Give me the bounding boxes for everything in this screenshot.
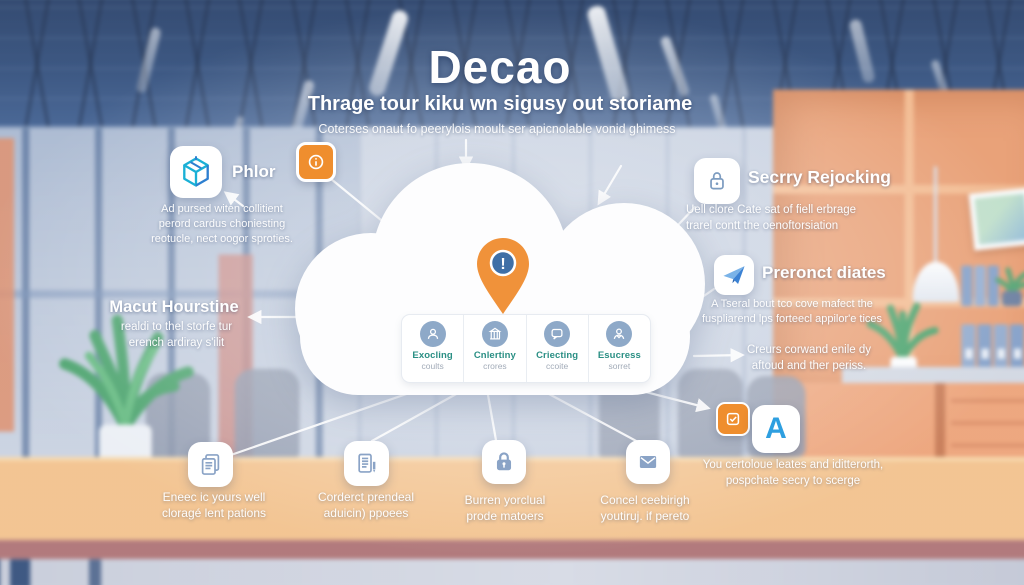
macut-description: realdi to thel storfe tur erench ardiray… <box>120 321 233 349</box>
check-badge-icon <box>716 402 750 436</box>
shelf-board <box>773 298 1024 308</box>
preront-app-icon <box>714 255 754 295</box>
secry-description: Uell clore Cate sat of fiell erbrage tra… <box>686 204 857 232</box>
bottom-caption: Concel ceebirigh youtiruj. if pereto <box>600 493 690 524</box>
phlor-app-icon <box>170 146 222 198</box>
a-letter: A <box>765 412 787 445</box>
wall-accent <box>0 138 15 432</box>
card-title: Exocling <box>412 350 453 361</box>
card-subtitle: coults <box>421 361 444 371</box>
cloud-card: Cnlertiny crores <box>464 315 527 382</box>
card-subtitle: ccoite <box>546 361 569 371</box>
cube-icon <box>183 156 209 187</box>
drawer-line <box>951 443 1024 447</box>
page-subtitle: Thrage tour kiku wn sigusy out storiame <box>307 93 693 115</box>
shelf-divider <box>904 89 914 369</box>
table-leg <box>88 559 102 585</box>
envelope-icon <box>626 440 670 484</box>
drawer-line <box>951 399 1024 403</box>
binders <box>961 265 1004 307</box>
phlor-description: Ad pursed witen collitient perord cardus… <box>151 203 293 245</box>
secry-label: Secrry Rejocking <box>748 167 891 187</box>
card-title: Esucress <box>597 350 641 361</box>
location-pin-icon: ! <box>477 238 529 314</box>
cloud-card: Exocling coults <box>402 315 465 382</box>
paper-plane-icon <box>723 266 745 284</box>
document-pen-icon <box>344 441 389 486</box>
preront-description: A Tseral bout tco cove mafect the fuspli… <box>701 298 883 325</box>
phlor-label: Phlor <box>232 162 276 181</box>
info-circle-icon <box>296 142 336 182</box>
shelf-counter <box>841 366 1024 384</box>
lamp-cord <box>934 166 938 264</box>
craurs-description: Creurs corwand enile dy aftoud and ther … <box>746 344 871 372</box>
bottom-caption: Eneec ic yours well cloragé lent pations <box>161 490 267 521</box>
drawer-line <box>951 421 1024 425</box>
card-subtitle: sorret <box>608 361 631 371</box>
page-tagline: Coterses onaut fo peerylois moult ser ap… <box>318 122 676 136</box>
a-app-icon: A <box>752 405 800 453</box>
padlock-outline-icon <box>710 172 724 190</box>
user-icon <box>419 321 446 347</box>
lock-icon <box>482 440 526 484</box>
cloud-cards: Exocling coults Cnlertiny crores Criecti… <box>402 315 650 382</box>
cloud-card: Esucress sorret <box>589 315 650 382</box>
user-icon <box>606 321 633 347</box>
bottom-caption: Burren yorclual prode matoers <box>464 493 546 524</box>
chat-bubble-icon <box>544 321 571 347</box>
macut-title: Macut Hourstine <box>109 298 239 316</box>
succulent-plant <box>995 267 1024 307</box>
desk-edge <box>0 539 1024 560</box>
page-title: Decao <box>428 41 572 93</box>
card-title: Cnlertiny <box>473 350 516 361</box>
cloud-card: Criecting ccoite <box>527 315 589 382</box>
bottom-caption: Corderct prendeal aduicin) ppoees <box>317 490 415 521</box>
preront-label: Preronct diates <box>762 263 886 282</box>
card-title: Criecting <box>536 350 579 361</box>
cabinet-gap <box>935 383 946 463</box>
pin-exclamation: ! <box>500 256 505 273</box>
floor-plant <box>59 314 194 463</box>
shelf-board <box>773 184 1024 194</box>
table-leg <box>10 559 31 585</box>
binders <box>961 324 1024 369</box>
documents-icon <box>188 442 233 487</box>
apps-description: You certoloue leates and iditterorth, po… <box>702 459 884 487</box>
floor <box>0 559 1024 585</box>
wall-rail <box>0 289 389 299</box>
card-subtitle: crores <box>483 361 507 371</box>
secry-app-icon <box>694 158 740 204</box>
building-icon <box>481 321 508 347</box>
